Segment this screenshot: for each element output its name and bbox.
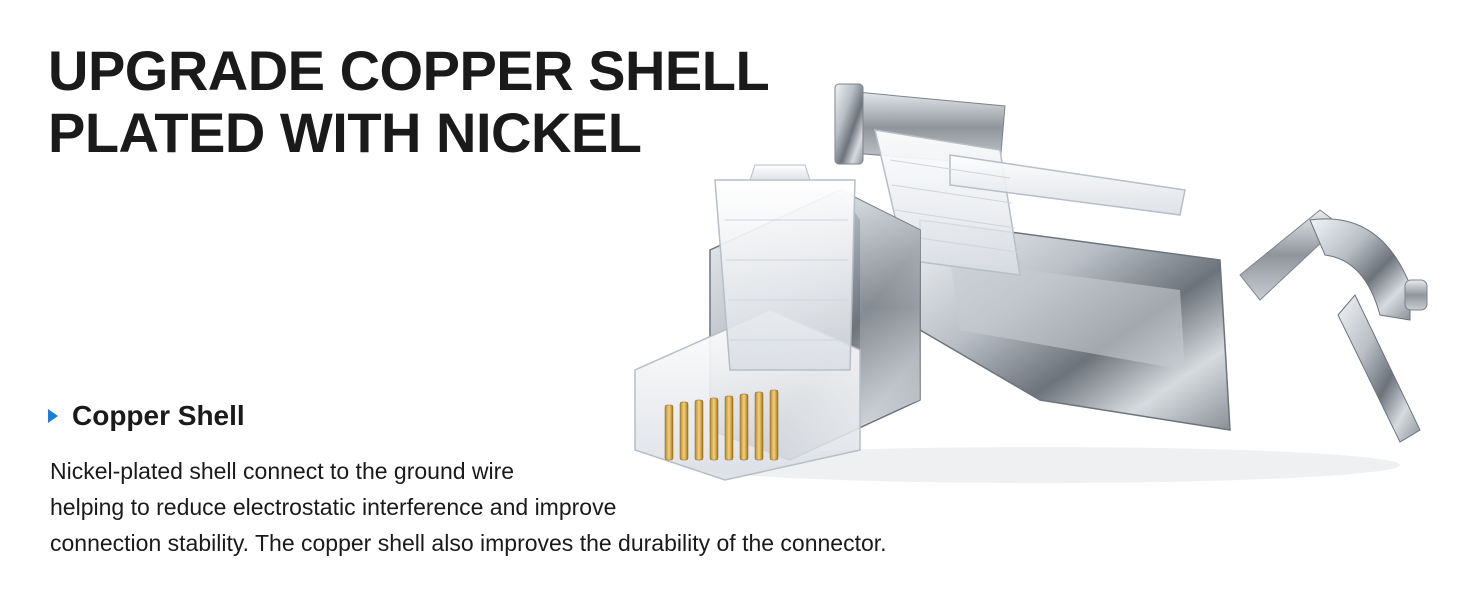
headline: UPGRADE COPPER SHELL PLATED WITH NICKEL xyxy=(48,39,770,164)
feature-section: Copper Shell xyxy=(48,400,245,432)
description-line-1: Nickel-plated shell connect to the groun… xyxy=(50,458,515,484)
triangle-right-icon xyxy=(48,409,58,423)
feature-description: Nickel-plated shell connect to the groun… xyxy=(50,453,887,561)
description-line-3: connection stability. The copper shell a… xyxy=(50,530,887,556)
headline-line-2: PLATED WITH NICKEL xyxy=(48,101,642,164)
rj45-connector-illustration xyxy=(634,83,1428,483)
feature-title-row: Copper Shell xyxy=(48,400,245,432)
feature-title: Copper Shell xyxy=(72,400,245,431)
description-line-2: helping to reduce electrostatic interfer… xyxy=(50,494,617,520)
headline-line-1: UPGRADE COPPER SHELL xyxy=(48,39,770,102)
